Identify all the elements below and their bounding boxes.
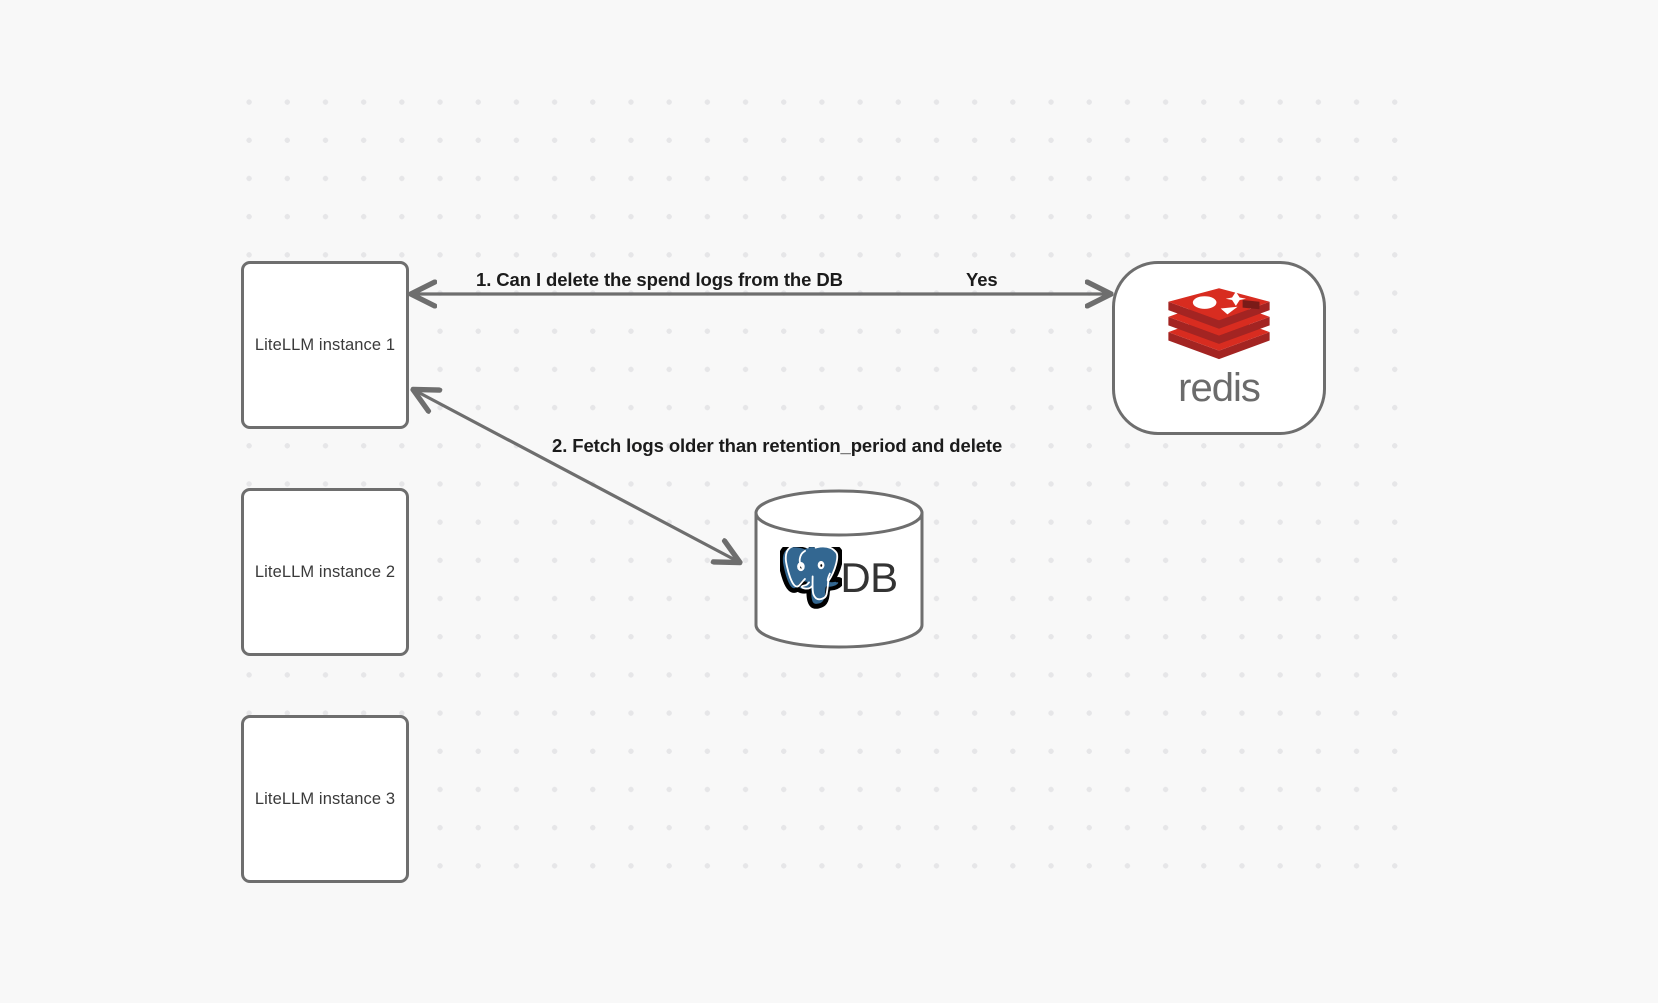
node-redis[interactable]: redis — [1112, 261, 1326, 435]
node-litellm-instance-1[interactable]: LiteLLM instance 1 — [241, 261, 409, 429]
postgres-db-label: DB — [840, 554, 898, 601]
node-label: LiteLLM instance 2 — [254, 562, 396, 581]
node-litellm-instance-2[interactable]: LiteLLM instance 2 — [241, 488, 409, 656]
node-label: LiteLLM instance 1 — [254, 335, 396, 354]
edge-litellm1-postgres — [414, 390, 739, 562]
redis-stack-icon — [1168, 288, 1270, 360]
redis-logo: redis — [1165, 288, 1273, 408]
node-litellm-instance-3[interactable]: LiteLLM instance 3 — [241, 715, 409, 883]
postgresql-elephant-icon — [780, 547, 843, 609]
edge-label-yes-reply: Yes — [966, 269, 998, 290]
redis-wordmark: redis — [1178, 366, 1261, 410]
node-postgres-db[interactable]: DB — [753, 489, 925, 649]
node-label: LiteLLM instance 3 — [254, 789, 396, 808]
edge-label-step-1: 1. Can I delete the spend logs from the … — [476, 269, 843, 290]
edge-label-step-2: 2. Fetch logs older than retention_perio… — [552, 435, 1003, 456]
